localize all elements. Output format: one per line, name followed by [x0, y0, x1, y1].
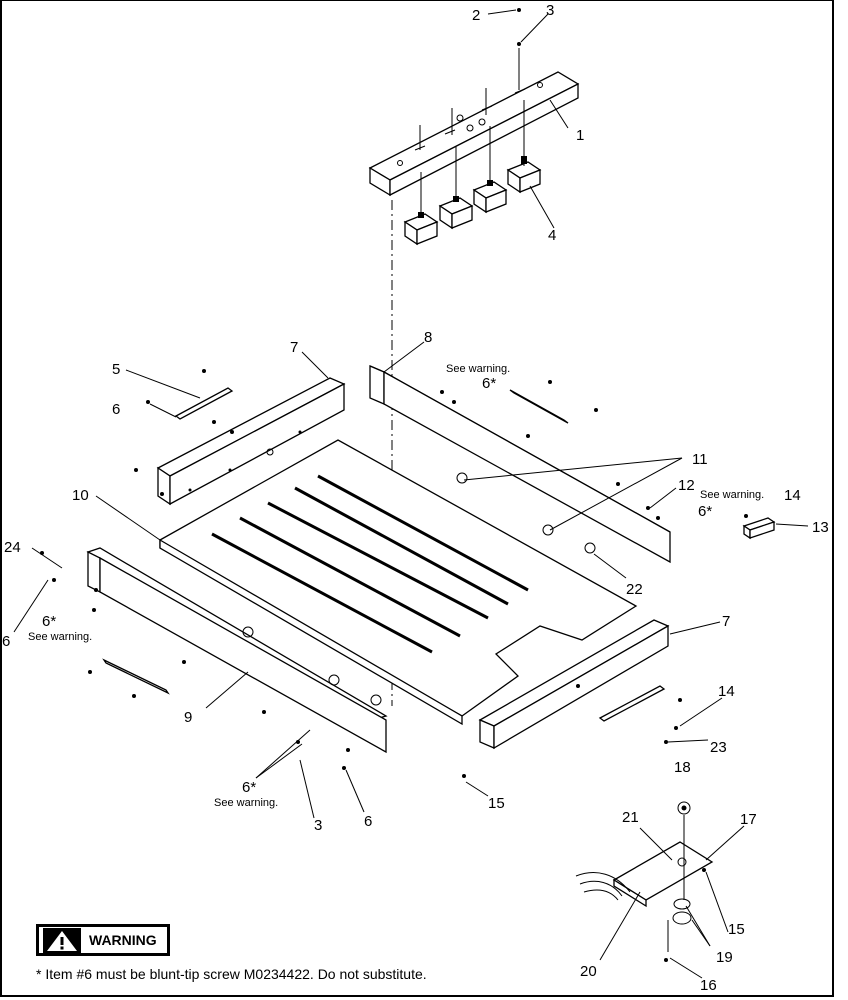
strip-5	[149, 387, 234, 420]
callout-1: 1	[576, 127, 584, 144]
rear-rail	[369, 365, 671, 564]
isolator-mounts	[403, 100, 542, 246]
see-warning-note-3: See warning.	[28, 631, 92, 643]
fastener-dots	[40, 369, 748, 962]
callout-17: 17	[740, 811, 757, 828]
callout-4: 4	[548, 227, 556, 244]
front-rail	[86, 547, 388, 754]
callout-14-bottom: 14	[718, 683, 735, 700]
callout-3-bottom: 3	[314, 817, 322, 834]
base-pan	[159, 439, 638, 726]
callout-6-bottom: 6	[364, 813, 372, 830]
callout-19: 19	[716, 949, 733, 966]
callout-22: 22	[626, 581, 643, 598]
leader-lines	[13, 9, 809, 979]
callout-18: 18	[674, 759, 691, 776]
callout-24: 24	[4, 539, 21, 556]
caster-plate-assembly	[575, 801, 714, 952]
callout-2: 2	[472, 7, 480, 24]
warning-box: WARNING	[36, 924, 170, 956]
callout-6-star-top: 6*	[482, 375, 496, 392]
callout-13: 13	[812, 519, 829, 536]
callout-15-right: 15	[728, 921, 745, 938]
warning-label: WARNING	[89, 932, 157, 948]
callout-6-star-left: 6*	[42, 613, 56, 630]
top-screws	[517, 8, 521, 90]
callout-7-top: 7	[290, 339, 298, 356]
see-warning-note-4: See warning.	[214, 797, 278, 809]
callout-20: 20	[580, 963, 597, 980]
top-crossbar	[368, 71, 580, 197]
callout-16: 16	[700, 977, 717, 994]
callout-7-right: 7	[722, 613, 730, 630]
callout-labels: 2 3 1 4 5 6 7 8 See warning. 6* 10 11 12…	[2, 2, 829, 994]
callout-3-top: 3	[546, 2, 554, 19]
callout-6-left: 6	[112, 401, 120, 418]
callout-8: 8	[424, 329, 432, 346]
callout-12: 12	[678, 477, 695, 494]
right-rail	[478, 619, 670, 750]
callout-21: 21	[622, 809, 639, 826]
callout-6-far-left: 6	[2, 633, 10, 650]
callout-11: 11	[692, 451, 708, 468]
warning-triangle-icon	[43, 928, 81, 954]
see-warning-note-2: See warning.	[700, 489, 764, 501]
callout-6-star-bottom: 6*	[242, 779, 256, 796]
callout-5: 5	[112, 361, 120, 378]
see-warning-note-1: See warning.	[446, 363, 510, 375]
callout-9: 9	[184, 709, 192, 726]
callout-6-star-right: 6*	[698, 503, 712, 520]
left-side-rail	[156, 377, 346, 506]
callout-10: 10	[72, 487, 89, 504]
callout-15-center: 15	[488, 795, 505, 812]
callout-23: 23	[710, 739, 727, 756]
warning-footnote: * Item #6 must be blunt-tip screw M02344…	[36, 966, 427, 982]
callout-14-top: 14	[784, 487, 801, 504]
bracket-13	[742, 517, 776, 540]
